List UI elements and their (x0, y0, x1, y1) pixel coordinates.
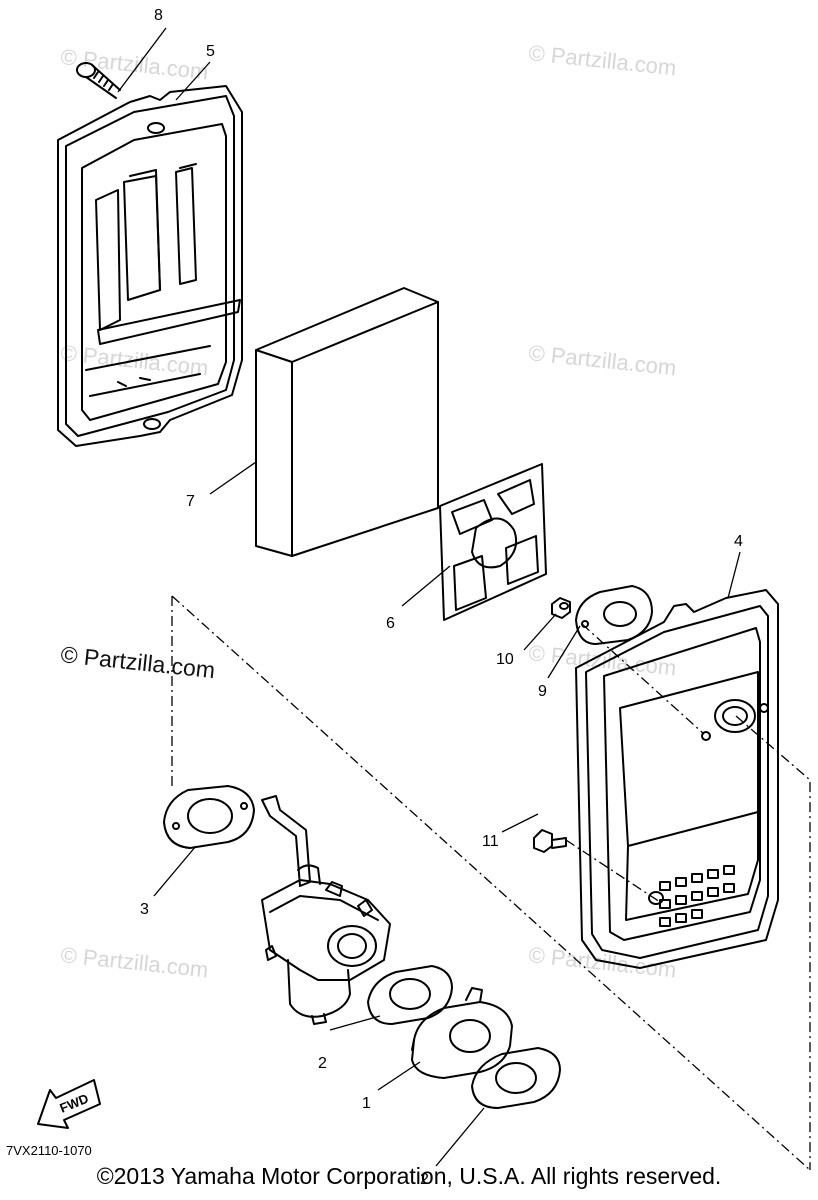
watermark-2: © Partzilla.com (527, 40, 677, 80)
carburetor-assembly (261, 795, 391, 1025)
watermark-3: © Partzilla.com (527, 340, 677, 380)
callout-4: 4 (734, 533, 743, 550)
callout-2-upper: 2 (318, 1055, 327, 1072)
callout-10: 10 (496, 651, 514, 668)
part-5-air-cleaner-cover (57, 85, 243, 447)
watermark-main: © Partzilla.com (59, 641, 216, 683)
callout-8: 8 (154, 7, 163, 24)
callout-6: 6 (386, 615, 395, 632)
part-8-screw (76, 62, 121, 99)
callout-2-lower: 2 (420, 1171, 429, 1188)
watermark-7: © Partzilla.com (59, 942, 209, 982)
part-10-nut (551, 597, 571, 619)
leader-lines (117, 27, 741, 1167)
part-4-air-cleaner-case (575, 589, 779, 969)
reference-lines (171, 595, 811, 1171)
callout-numbers: 8 5 7 6 4 10 9 11 3 2 1 2 (140, 7, 743, 1188)
part-1-insulator (411, 987, 513, 1079)
callout-9: 9 (538, 683, 547, 700)
part-6-gasket (439, 463, 547, 621)
callout-1: 1 (362, 1095, 371, 1112)
watermark-6: © Partzilla.com (527, 942, 677, 982)
copyright-notice: ©2013 Yamaha Motor Corporation, U.S.A. A… (96, 1163, 722, 1189)
watermarks: © Partzilla.com © Partzilla.com © Partzi… (59, 40, 677, 982)
part-11-bolt (533, 829, 567, 853)
part-2-gasket-lower (471, 1047, 561, 1109)
callout-5: 5 (206, 43, 215, 60)
part-7-filter-element (255, 287, 439, 557)
callout-11: 11 (482, 833, 499, 850)
part-2-gasket-upper (367, 965, 453, 1025)
callout-7: 7 (186, 493, 195, 510)
callout-3: 3 (140, 901, 149, 918)
diagram-code: 7VX2110-1070 (6, 1143, 92, 1158)
fwd-arrow-icon: FWD (37, 1079, 101, 1129)
part-3-gasket (163, 785, 255, 849)
